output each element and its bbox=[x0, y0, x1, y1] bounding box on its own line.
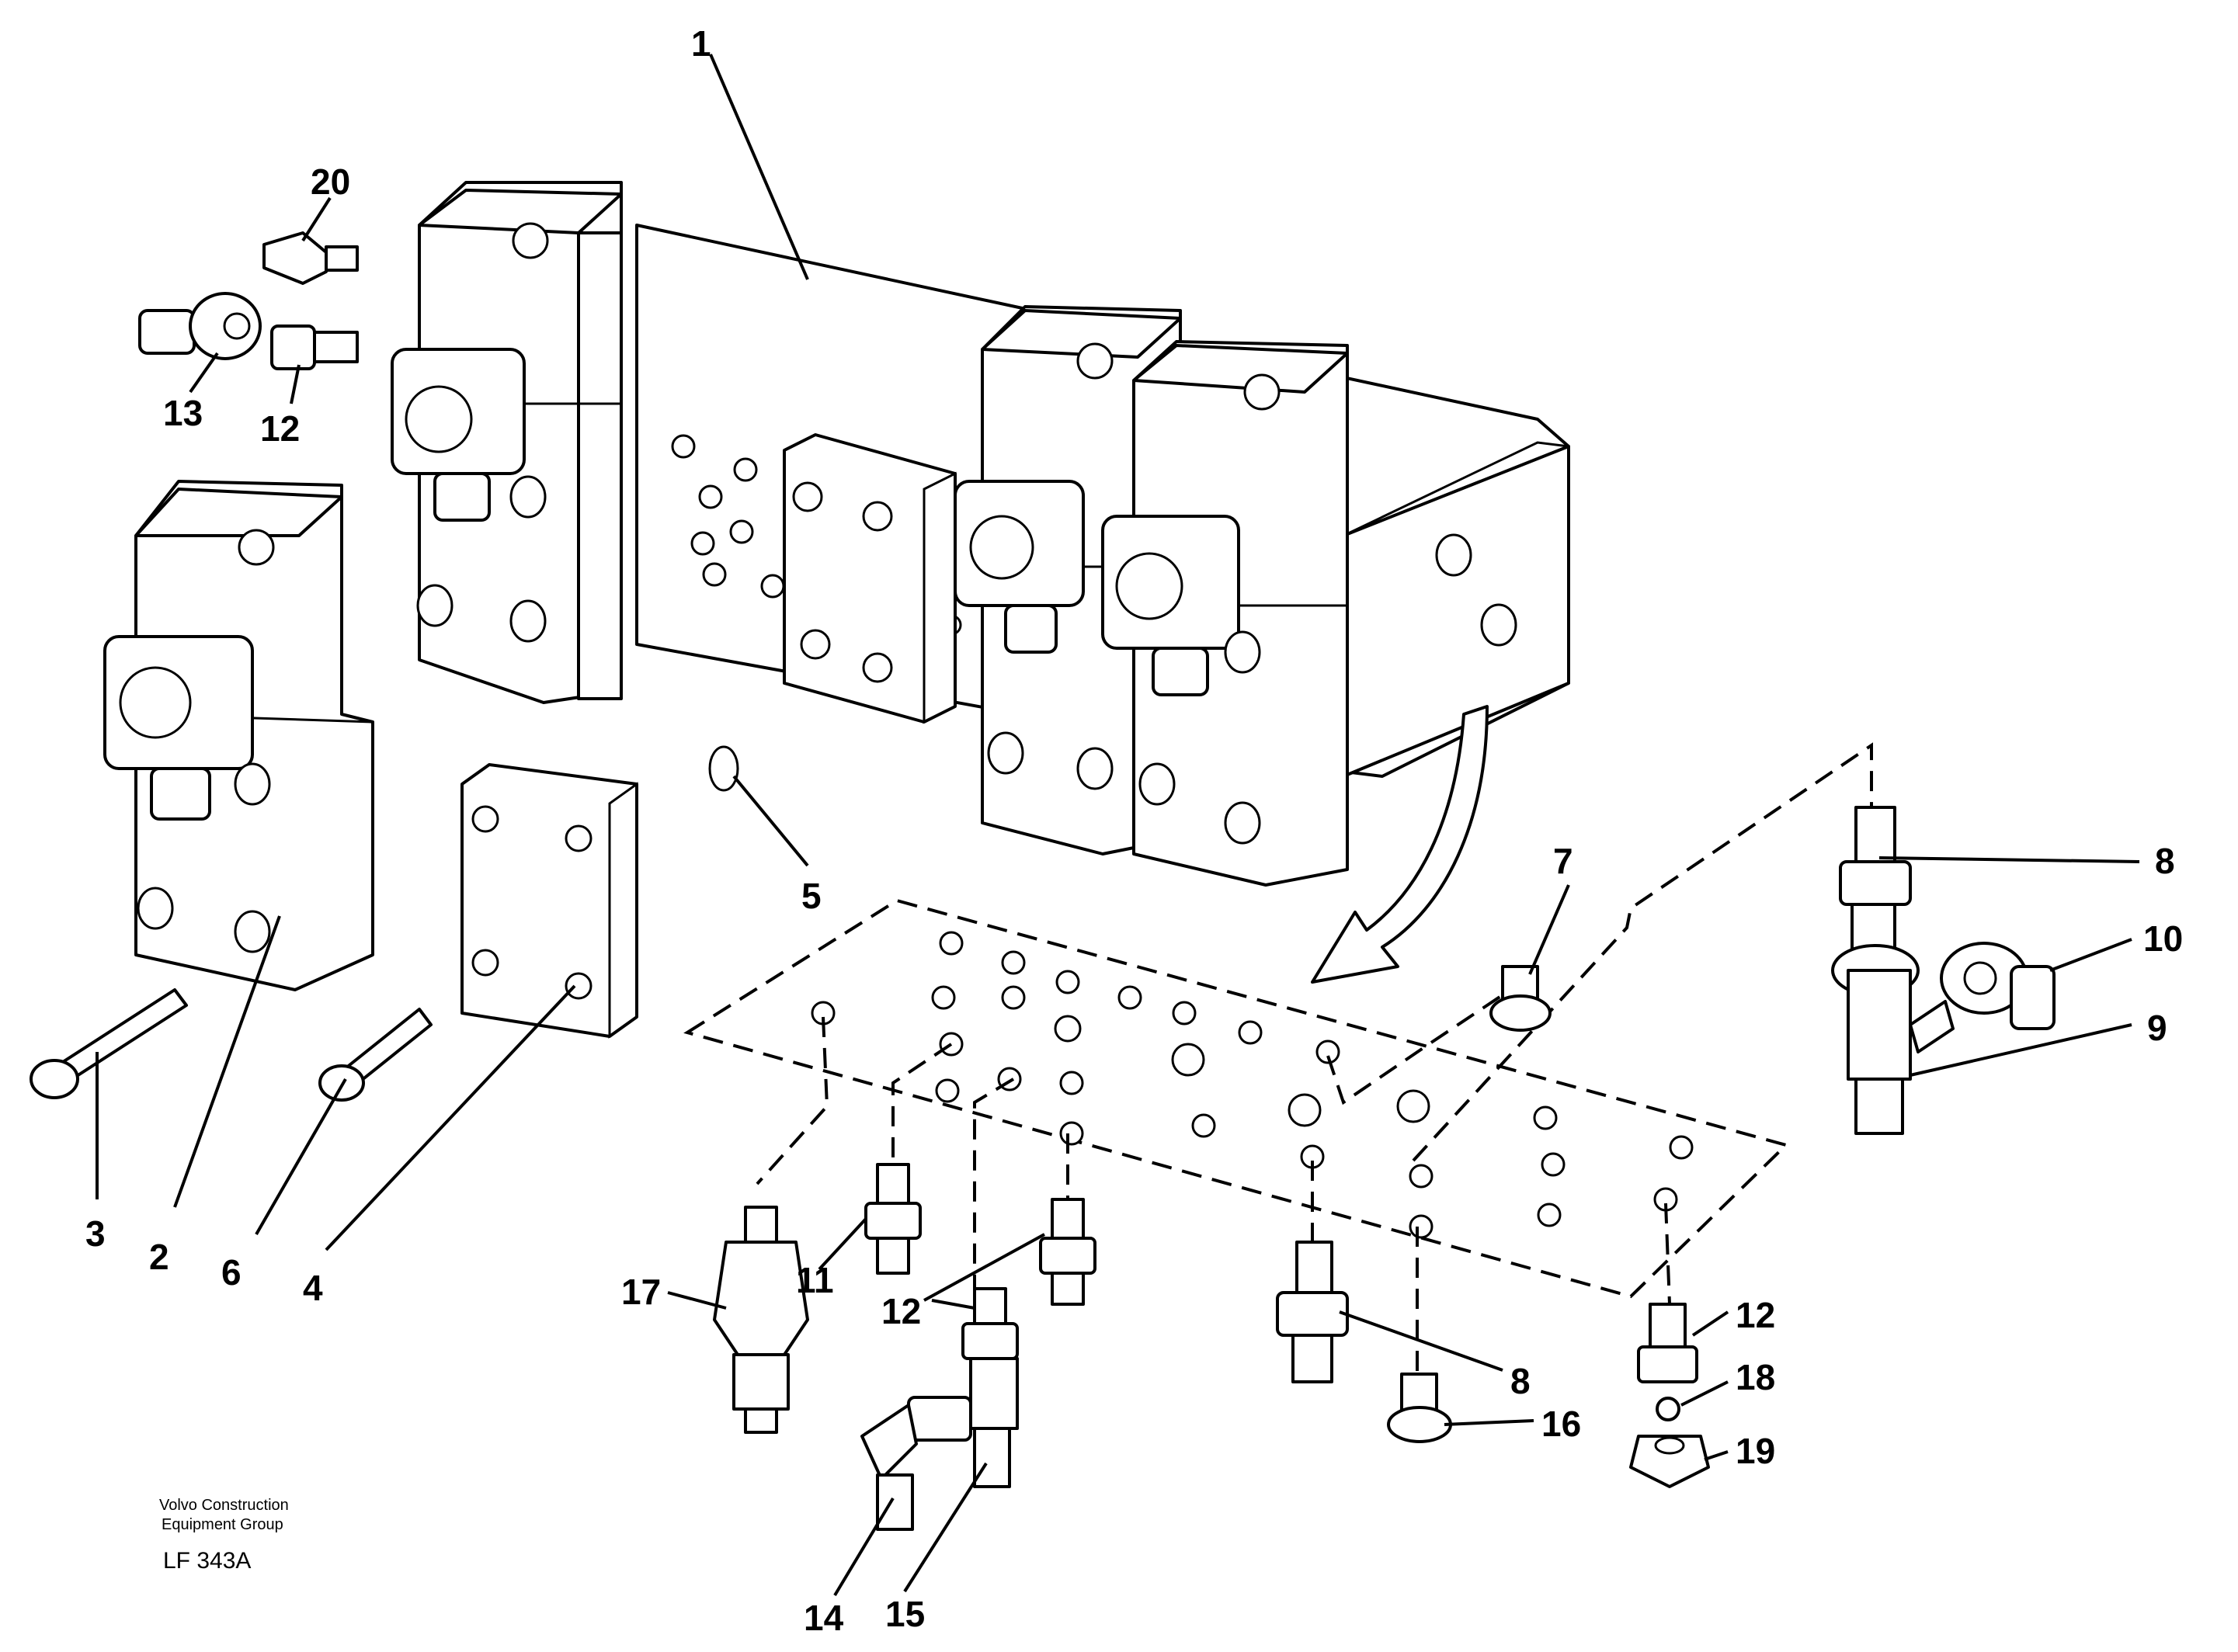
label-10: 10 bbox=[2143, 918, 2183, 959]
label-17: 17 bbox=[621, 1272, 661, 1312]
elbow-fitting-10 bbox=[1940, 942, 2056, 1030]
footer-credit: Volvo Construction Equipment Group LF 34… bbox=[159, 1497, 289, 1574]
fitting-12-right bbox=[1637, 1303, 1698, 1383]
label-6: 6 bbox=[221, 1252, 242, 1293]
fitting-12-top bbox=[270, 324, 359, 370]
o-ring bbox=[708, 745, 739, 792]
label-8-right: 8 bbox=[2155, 841, 2175, 881]
solenoid-valve-right-2 bbox=[1101, 340, 1349, 887]
label-4: 4 bbox=[303, 1268, 323, 1308]
fitting-13 bbox=[138, 292, 262, 360]
label-11: 11 bbox=[796, 1260, 834, 1300]
label-12-right: 12 bbox=[1736, 1295, 1775, 1335]
label-5: 5 bbox=[801, 876, 822, 916]
label-15: 15 bbox=[885, 1594, 925, 1634]
label-1: 1 bbox=[691, 23, 711, 64]
tee-fitting-9 bbox=[1831, 944, 1955, 1135]
label-3: 3 bbox=[85, 1213, 106, 1254]
fitting-12-mid bbox=[1039, 1198, 1096, 1306]
label-9: 9 bbox=[2147, 1008, 2167, 1048]
cover-plate-mounted bbox=[783, 433, 957, 724]
label-12-top: 12 bbox=[260, 408, 300, 449]
dashed-connections bbox=[756, 742, 1873, 1374]
nut-19 bbox=[1629, 1435, 1710, 1488]
seal-18 bbox=[1656, 1397, 1680, 1421]
label-14: 14 bbox=[804, 1598, 844, 1638]
screw-long bbox=[30, 988, 188, 1099]
solenoid-valve-left bbox=[391, 181, 623, 704]
fitting-8-right bbox=[1839, 806, 1912, 953]
fitting-11 bbox=[864, 1163, 922, 1275]
fitting-20 bbox=[262, 231, 359, 285]
label-19: 19 bbox=[1736, 1431, 1775, 1471]
label-18: 18 bbox=[1736, 1357, 1775, 1397]
label-7: 7 bbox=[1553, 841, 1573, 881]
fitting-8-bottom bbox=[1276, 1241, 1349, 1383]
cover-plate-exploded bbox=[460, 763, 638, 1039]
label-20: 20 bbox=[311, 161, 350, 202]
label-8-bottom: 8 bbox=[1510, 1361, 1531, 1401]
solenoid-valve-exploded bbox=[103, 480, 374, 991]
label-2: 2 bbox=[149, 1237, 169, 1277]
label-12-mid: 12 bbox=[881, 1291, 921, 1331]
label-16: 16 bbox=[1541, 1404, 1581, 1444]
company-line-2: Equipment Group bbox=[162, 1516, 283, 1533]
company-line-1: Volvo Construction bbox=[159, 1497, 289, 1514]
pressure-switch-17 bbox=[713, 1206, 809, 1434]
part-labels: 1 20 13 12 3 2 6 4 5 7 8 10 9 11 17 12 8… bbox=[85, 23, 2183, 1638]
plug-16 bbox=[1387, 1373, 1452, 1443]
base-plate-holes bbox=[811, 931, 1694, 1239]
solenoid-valve-right-1 bbox=[954, 305, 1182, 856]
curved-arrow bbox=[1311, 705, 1489, 984]
tee-fitting-12-14-15 bbox=[860, 1287, 1019, 1531]
screw-short bbox=[318, 1008, 433, 1102]
leader-lines bbox=[96, 54, 2140, 1597]
base-plate-outline bbox=[683, 898, 1789, 1299]
label-13: 13 bbox=[163, 393, 203, 433]
drawing-code: LF 343A bbox=[163, 1548, 251, 1574]
